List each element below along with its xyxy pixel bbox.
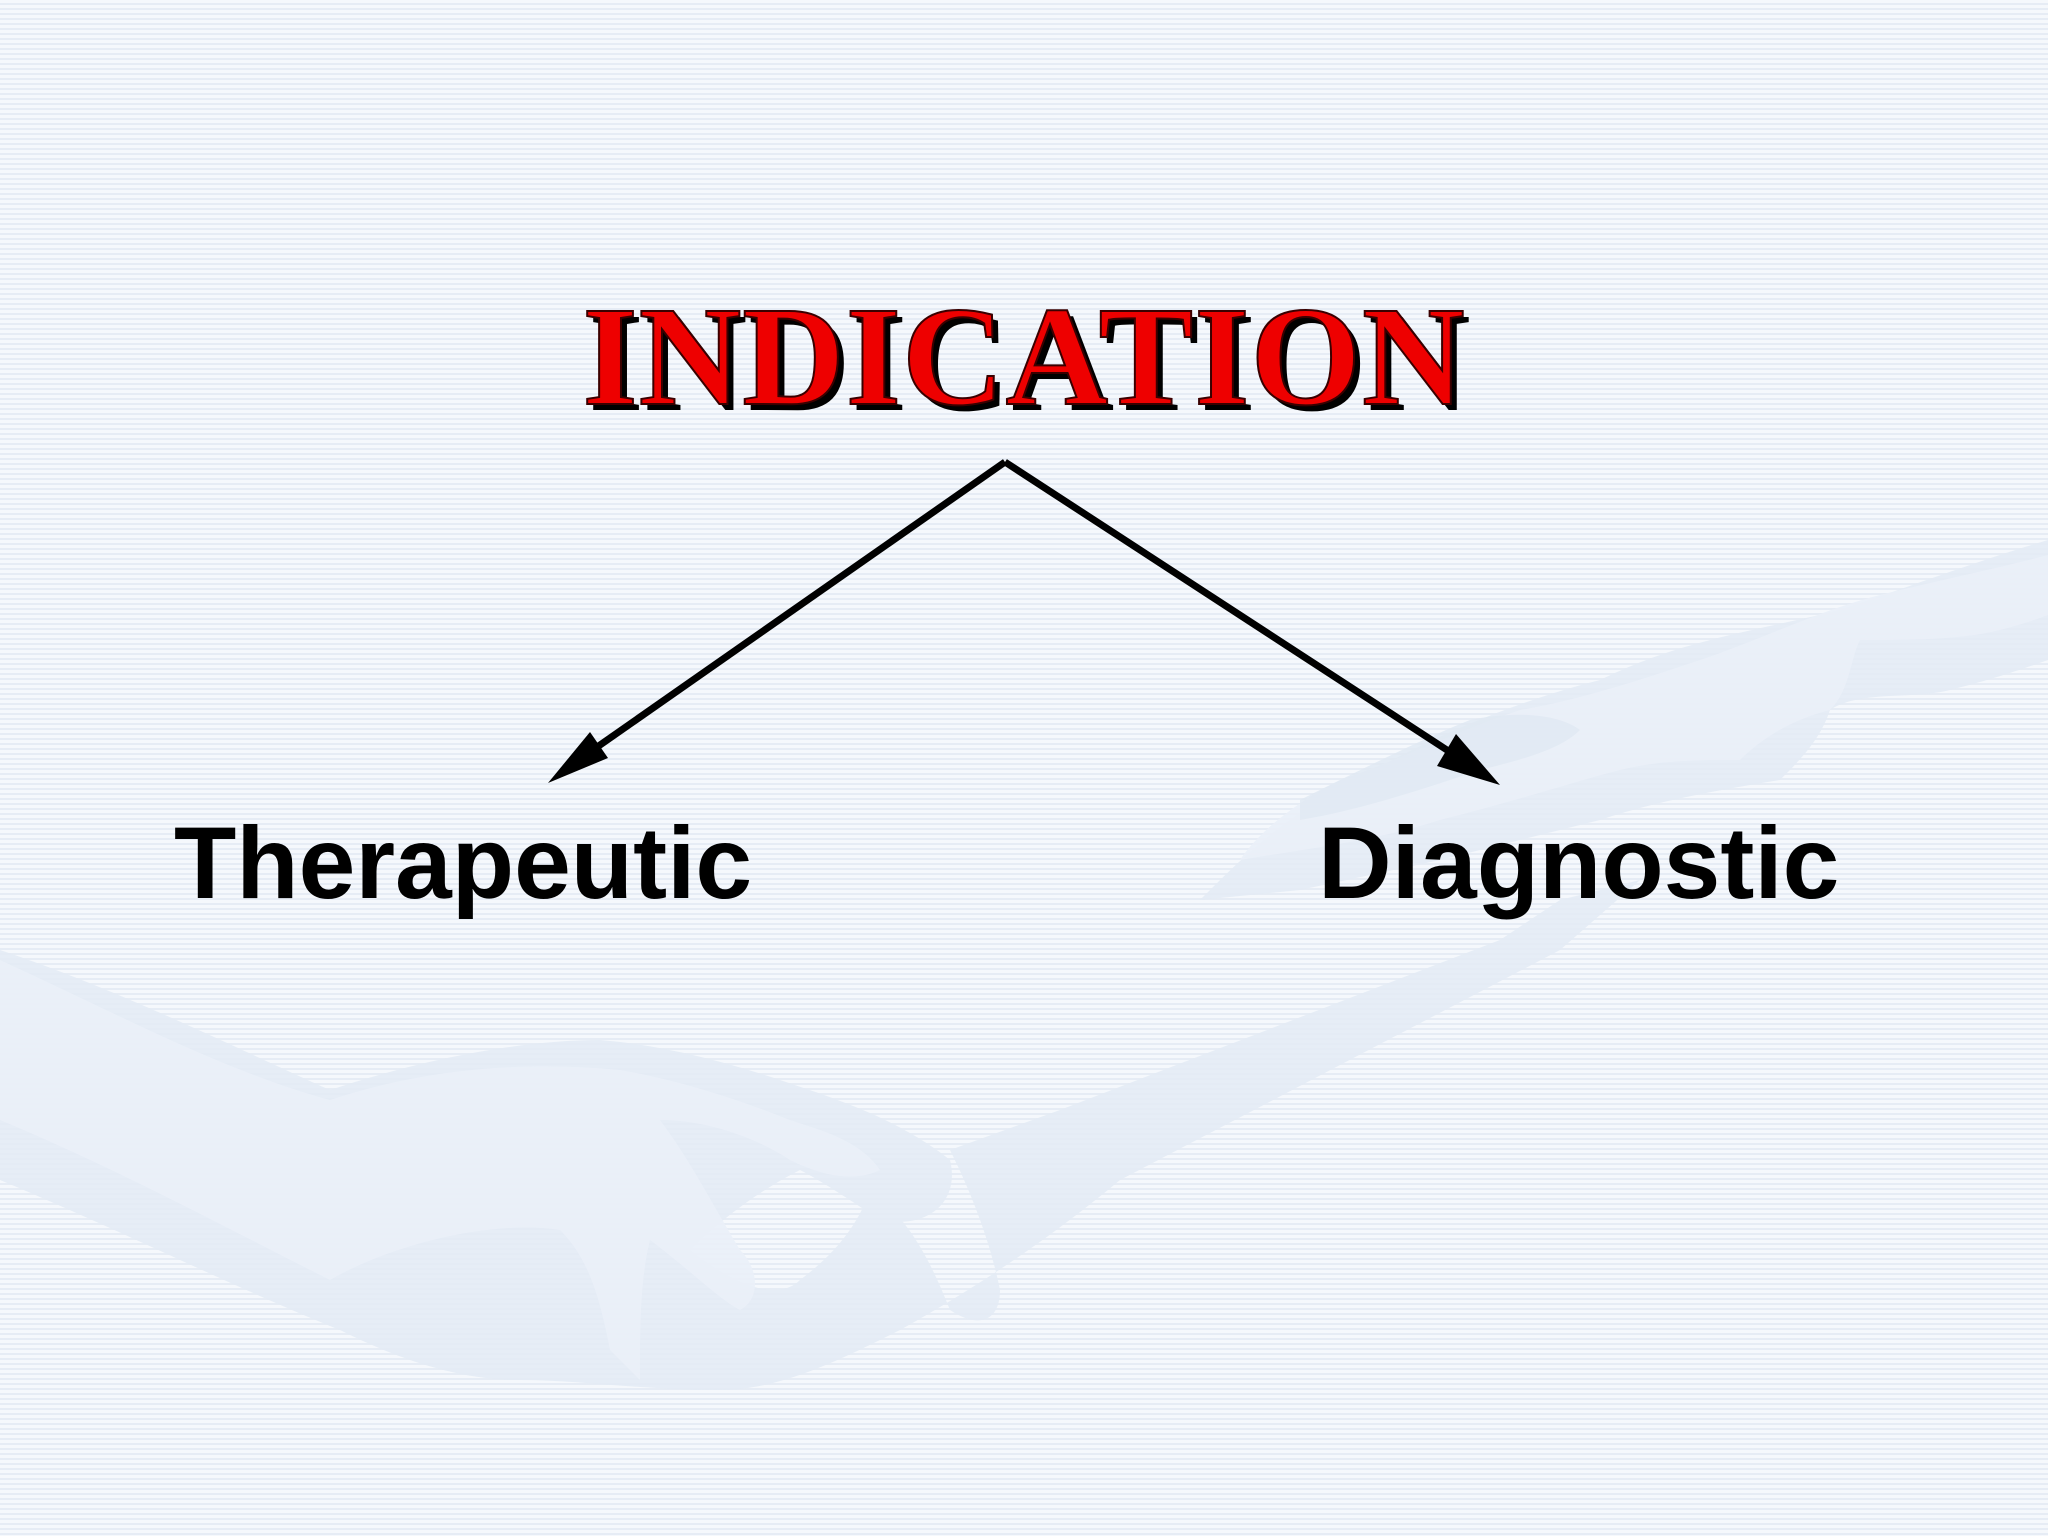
left-hand-silhouette (0, 960, 880, 1380)
arrow-to-diagnostic (1003, 459, 1452, 755)
branch-label-therapeutic: Therapeutic (174, 806, 753, 920)
slide-title: INDICATION (581, 277, 1466, 435)
arrowhead-therapeutic (548, 732, 608, 783)
arrow-to-therapeutic (587, 459, 1008, 755)
right-fingers-silhouette (1300, 714, 1580, 820)
arrowhead-diagnostic (1437, 734, 1500, 785)
branch-label-diagnostic: Diagnostic (1318, 806, 1840, 920)
right-hand-silhouette (1240, 555, 2048, 860)
